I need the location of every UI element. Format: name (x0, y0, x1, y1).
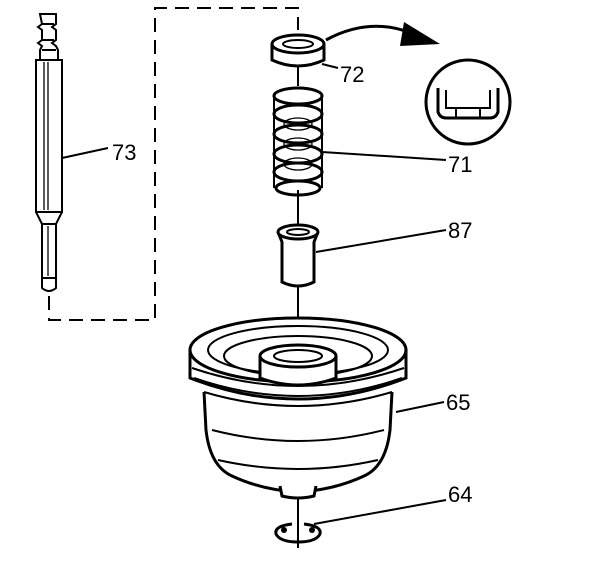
cap-72 (270, 33, 326, 68)
leader-lines (61, 63, 447, 525)
callout-65: 65 (446, 390, 470, 415)
callout-73: 73 (112, 140, 136, 165)
housing-65 (188, 316, 408, 500)
sleeve-87 (276, 223, 320, 288)
retaining-clip-64 (274, 522, 322, 544)
installer-tool-73 (35, 13, 63, 292)
callout-72: 72 (340, 62, 364, 87)
detail-arrow (325, 22, 440, 46)
callout-64: 64 (448, 482, 472, 507)
callout-71: 71 (448, 152, 472, 177)
spring-71 (272, 86, 324, 197)
assembly-relation-line (48, 7, 299, 321)
callout-87: 87 (448, 218, 472, 243)
cup-section-detail-icon (424, 58, 512, 146)
